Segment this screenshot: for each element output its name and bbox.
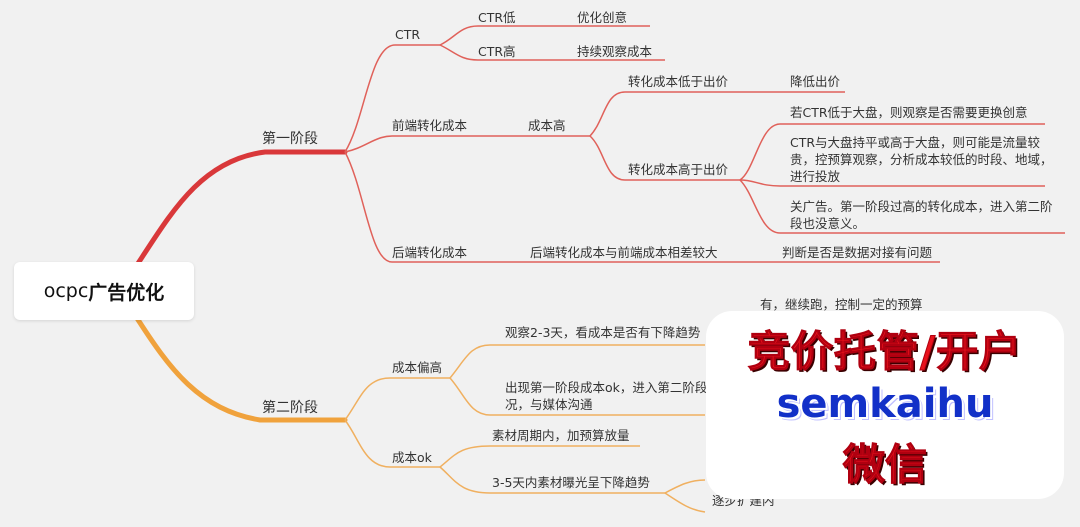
branch-stage1-thick bbox=[132, 149, 348, 271]
ctr-low-action: 优化创意 bbox=[577, 10, 627, 25]
cost-high-item-2-line1: 出现第一阶段成本ok，进入第二阶段 bbox=[505, 380, 707, 395]
above-bid-note-1: 若CTR低于大盘，则观察是否需要更换创意 bbox=[790, 105, 1028, 120]
cost-high-label: 成本偏高 bbox=[392, 360, 442, 375]
ctr-low-label: CTR低 bbox=[478, 10, 516, 25]
front-cost-label: 前端转化成本 bbox=[392, 118, 468, 133]
stage1-label: 第一阶段 bbox=[262, 130, 318, 147]
above-bid-note-3-line1: 关广告。第一阶段过高的转化成本，进入第二阶 bbox=[790, 199, 1053, 214]
stage2-connectors bbox=[344, 344, 706, 513]
watermark-line3: 微信 bbox=[842, 440, 927, 490]
above-bid-label: 转化成本高于出价 bbox=[628, 162, 729, 177]
cost-ok-item-1: 素材周期内，加预算放量 bbox=[492, 428, 630, 443]
stage2-label: 第二阶段 bbox=[262, 399, 318, 416]
above-bid-note-2-line2: 贵，控预算观察，分析成本较低的时段、地域， bbox=[790, 152, 1053, 167]
watermark-line1: 竞价托管/开户 bbox=[747, 327, 1023, 377]
cost-high-item-2-line2: 况，与媒体沟通 bbox=[505, 397, 593, 412]
back-cost-diff: 后端转化成本与前端成本相差较大 bbox=[530, 245, 718, 260]
cost-ok-item-2: 3-5天内素材曝光呈下降趋势 bbox=[492, 475, 650, 490]
watermark-line2: semkaihu bbox=[776, 381, 994, 427]
cost-high-partial-top: 有，继续跑，控制一定的预算 bbox=[760, 297, 923, 312]
ctr-label: CTR bbox=[395, 27, 420, 42]
root-title: 广告优化 bbox=[88, 281, 165, 304]
branch-stage2-thick bbox=[132, 312, 348, 423]
above-bid-note-2-line3: 进行投放 bbox=[790, 169, 841, 184]
ctr-high-action: 持续观察成本 bbox=[577, 44, 653, 59]
ctr-high-label: CTR高 bbox=[478, 44, 516, 59]
below-bid-label: 转化成本低于出价 bbox=[628, 74, 729, 89]
stage1-connectors bbox=[344, 25, 1065, 263]
above-bid-note-3-line2: 段也没意义。 bbox=[790, 216, 865, 231]
cost-ok-label: 成本ok bbox=[392, 450, 433, 465]
below-bid-action: 降低出价 bbox=[790, 74, 841, 89]
back-cost-label: 后端转化成本 bbox=[392, 245, 468, 260]
above-bid-note-2-line1: CTR与大盘持平或高于大盘，则可能是流量较 bbox=[790, 135, 1041, 150]
watermark-overlay: 竞价托管/开户 semkaihu 微信 bbox=[706, 311, 1064, 499]
root-prefix: ocpc bbox=[43, 280, 89, 302]
high-cost-label: 成本高 bbox=[528, 118, 566, 133]
cost-high-item-1: 观察2-3天，看成本是否有下降趋势 bbox=[505, 325, 701, 340]
back-cost-action: 判断是否是数据对接有问题 bbox=[782, 245, 933, 260]
